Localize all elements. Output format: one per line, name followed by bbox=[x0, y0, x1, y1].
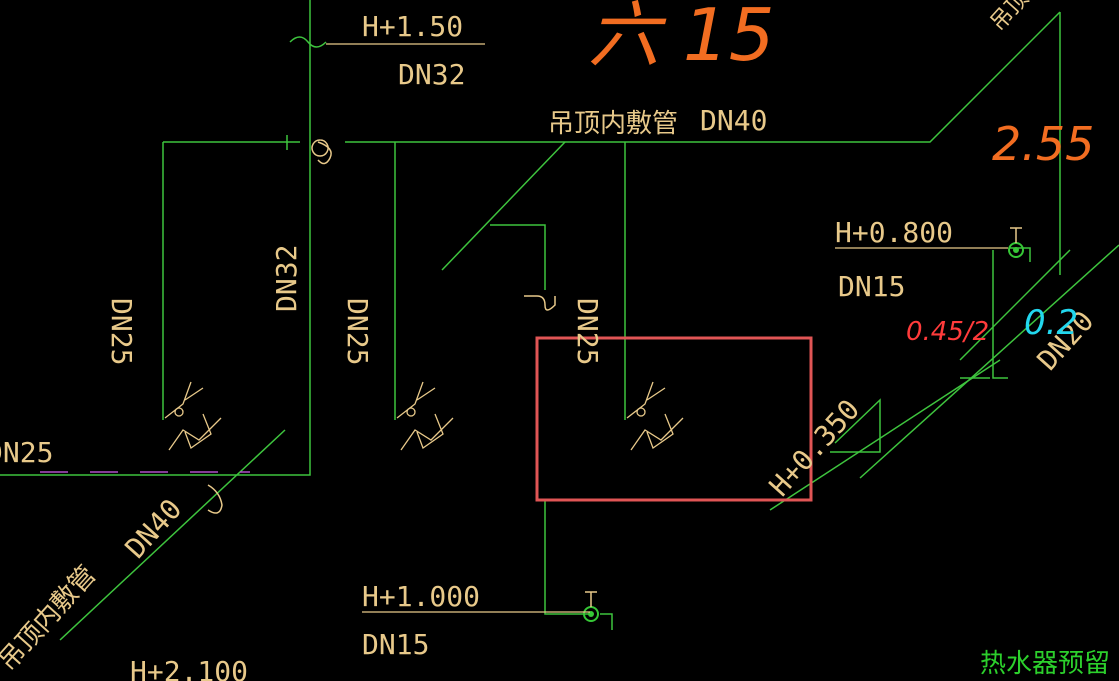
pipe-network bbox=[0, 0, 1119, 641]
leader-lines bbox=[326, 43, 1008, 613]
fixture-symbols bbox=[164, 381, 684, 451]
bottom-valve-tail bbox=[600, 613, 613, 630]
fixture-symbol-icon bbox=[396, 381, 454, 451]
hook-group bbox=[207, 139, 556, 514]
tee-fitting bbox=[285, 135, 300, 150]
break-mark bbox=[289, 36, 327, 48]
inner-diagonal-pipe bbox=[441, 141, 566, 271]
handwriting-group: 六 15 2.55 0.45/2 0.2 bbox=[588, 0, 1094, 347]
label-ceiling-dn: DN40 bbox=[700, 104, 767, 137]
label-top-dn: DN32 bbox=[398, 58, 465, 91]
pipe-hook-icon bbox=[317, 141, 332, 165]
inner-offset-pipe bbox=[490, 224, 546, 290]
label-riser-dn: DN32 bbox=[270, 245, 303, 312]
label-heater: 热水器预留 bbox=[980, 649, 1110, 679]
valve-icon bbox=[583, 591, 599, 622]
label-branch2-dn: DN25 bbox=[341, 298, 374, 365]
label-diag-dn: DN40 bbox=[119, 492, 189, 564]
handwriting-red: 0.45/2 bbox=[906, 317, 989, 347]
label-top-elev: H+1.50 bbox=[362, 10, 463, 43]
right-diagonal-pipe-c bbox=[769, 359, 1001, 511]
label-box-elev: H+0.350 bbox=[763, 393, 866, 503]
label-branch3-dn: DN25 bbox=[571, 298, 604, 365]
handwriting-top: 六 15 bbox=[588, 0, 775, 77]
label-corner-top-right: 吊顶 bbox=[986, 0, 1034, 36]
highlight-box bbox=[535, 336, 813, 502]
ceiling-main-pipe bbox=[345, 11, 1061, 143]
fixture-symbol-icon bbox=[164, 381, 222, 451]
label-bottom-dn: DN15 bbox=[362, 628, 429, 661]
label-right-dn: DN15 bbox=[838, 270, 905, 303]
right-drop-pipe bbox=[992, 250, 1008, 379]
pipe-hook-icon bbox=[524, 295, 556, 311]
label-ceiling-pipe: 吊顶内敷管 bbox=[548, 109, 678, 139]
right-diagonal-pipe-a bbox=[859, 244, 1119, 479]
label-left-dn: DN25 bbox=[0, 436, 53, 469]
label-branch1-dn: DN25 bbox=[105, 298, 138, 365]
tee-circle-icon bbox=[311, 139, 329, 157]
handwriting-cyan: 0.2 bbox=[1024, 303, 1078, 343]
pipe-hook-icon bbox=[207, 484, 223, 514]
label-bottom-elev: H+1.000 bbox=[362, 580, 480, 613]
valve-icon bbox=[1008, 227, 1024, 258]
valve-group bbox=[583, 227, 1024, 622]
fixture-symbol-icon bbox=[626, 381, 684, 451]
lower-diagonal-pipe bbox=[59, 429, 286, 641]
main-riser-pipe bbox=[0, 0, 311, 476]
handwriting-right: 2.55 bbox=[992, 117, 1094, 171]
label-diag-ceiling: 吊顶内敷管 bbox=[0, 560, 102, 677]
label-bottom-left-elev: H+2.100 bbox=[130, 655, 248, 681]
label-right-elev: H+0.800 bbox=[835, 216, 953, 249]
right-fixture-outline bbox=[830, 398, 881, 453]
bottom-drop-pipe bbox=[544, 500, 590, 615]
right-diagonal-pipe-b bbox=[959, 249, 1071, 361]
